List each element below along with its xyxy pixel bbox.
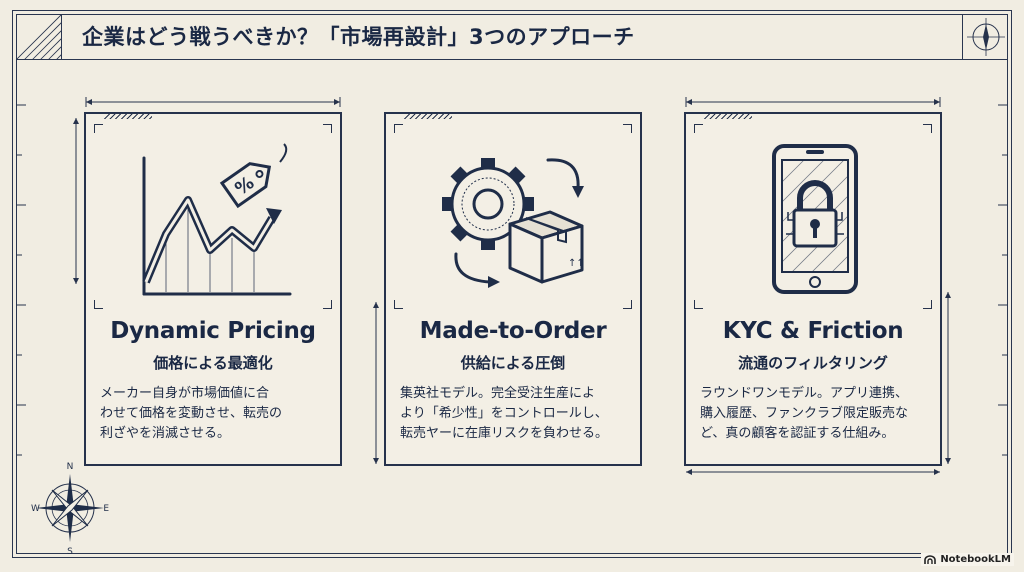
description-line: 集英社モデル。完全受注生産によ	[400, 386, 596, 401]
description-line: より「希少性」をコントロールし、	[400, 406, 608, 421]
notebooklm-logo-icon	[924, 554, 937, 564]
description-line: ど、真の顧客を認証する仕組み。	[700, 426, 895, 441]
title-compass-icon	[962, 14, 1008, 60]
panel-heading-jp: 供給による圧倒	[460, 354, 566, 372]
compass-rose-icon: N E S W	[31, 462, 109, 556]
dimension-line	[85, 97, 341, 107]
compass-west-label: W	[31, 504, 40, 514]
price-chart-icon: %	[142, 143, 292, 296]
title-bar	[16, 14, 1008, 60]
panel-description: 集英社モデル。完全受注生産によ より「希少性」をコントロールし、 転売ヤーに在庫…	[400, 384, 628, 444]
panel-heading-en: KYC & Friction	[722, 318, 904, 344]
corner-mark	[623, 124, 632, 133]
description-line: メーカー自身が市場価値に合	[100, 386, 270, 401]
outer-frame	[12, 10, 1012, 558]
description-line: わせて価格を変動させ、転売の	[100, 406, 283, 421]
dimension-line	[945, 292, 951, 464]
corner-mark	[323, 300, 332, 309]
left-ruler	[16, 104, 26, 456]
corner-mark	[694, 300, 703, 309]
corner-mark	[394, 124, 403, 133]
compass-east-label: E	[103, 504, 109, 514]
panel-description: メーカー自身が市場価値に合 わせて価格を変動させ、転売の 利ざやを消滅させる。	[100, 384, 328, 444]
corner-mark	[923, 124, 932, 133]
panel-hatch	[704, 113, 752, 119]
panel-heading-jp: 流通のフィルタリング	[738, 354, 888, 372]
corner-mark	[94, 300, 103, 309]
panel-hatch	[404, 113, 452, 119]
dimension-line	[373, 302, 379, 464]
corner-mark	[623, 300, 632, 309]
corner-mark	[923, 300, 932, 309]
dimension-line	[686, 469, 940, 475]
corner-mark	[694, 124, 703, 133]
dimension-line	[73, 118, 79, 284]
phone-lock-icon	[772, 144, 858, 294]
panel-hatch	[104, 113, 152, 119]
corner-mark	[94, 124, 103, 133]
description-line: 利ざやを消滅させる。	[100, 426, 231, 441]
notebooklm-watermark: NotebookLM	[921, 553, 1014, 566]
description-line: ラウンドワンモデル。アプリ連携、	[700, 386, 909, 401]
corner-mark	[323, 124, 332, 133]
panel-heading-jp: 価格による最適化	[153, 354, 273, 372]
panel-kyc-friction: KYC & Friction 流通のフィルタリング ラウンドワンモデル。アプリ連…	[684, 112, 942, 466]
gear-box-cycle-icon: ↑↑	[442, 158, 585, 288]
right-ruler	[998, 104, 1008, 456]
panel-description: ラウンドワンモデル。アプリ連携、 購入履歴、ファンクラブ限定販売な ど、真の顧客…	[700, 384, 928, 444]
dimension-line	[685, 97, 941, 107]
compass-north-label: N	[67, 462, 74, 472]
svg-text:↑↑: ↑↑	[568, 258, 585, 269]
panel-dynamic-pricing: % Dynamic Pricing 価格による最適化 メーカー自身が市場価値に合…	[84, 112, 342, 466]
panel-heading-en: Dynamic Pricing	[110, 318, 316, 344]
description-line: 転売ヤーに在庫リスクを負わせる。	[400, 426, 609, 441]
compass-south-label: S	[67, 547, 73, 556]
panel-made-to-order: ↑↑ Made-to-Order 供給による圧倒 集英社モデル。完全受注生産によ…	[384, 112, 642, 466]
panel-heading-en: Made-to-Order	[419, 318, 607, 344]
page-title: 企業はどう戦うべきか？「市場再設計」3つのアプローチ	[82, 25, 635, 49]
inner-frame	[16, 14, 1008, 554]
title-corner-hatch	[16, 14, 62, 60]
brand-label: NotebookLM	[940, 554, 1011, 565]
corner-mark	[394, 300, 403, 309]
description-line: 購入履歴、ファンクラブ限定販売な	[700, 406, 909, 421]
